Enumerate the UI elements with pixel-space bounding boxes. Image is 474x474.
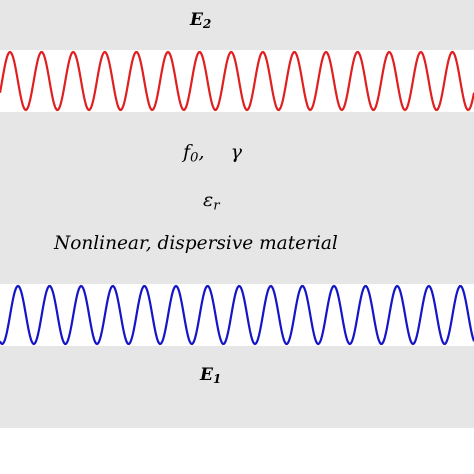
top-wave-line (0, 50, 474, 112)
epsilon-subscript: r (213, 198, 220, 214)
param-f0-gamma: f0, γ (183, 141, 242, 166)
field-e2-label: E2 (190, 10, 211, 30)
epsilon-symbol: ε (203, 189, 214, 211)
bottom-wave (0, 284, 474, 346)
field-e1-symbol: E (200, 365, 213, 385)
field-e1-subscript: 1 (212, 371, 222, 386)
top-wave-strip (0, 50, 474, 112)
bottom-wave-line (0, 284, 474, 346)
param-separator: , (198, 141, 205, 163)
field-e2-symbol: E (190, 10, 203, 30)
f-subscript: 0 (190, 150, 199, 166)
f-symbol: f (183, 141, 191, 163)
bottom-wave-strip (0, 284, 474, 346)
material-description: Nonlinear, dispersive material (54, 233, 338, 254)
field-e1-label: E1 (200, 365, 221, 385)
field-e2-subscript: 2 (202, 16, 212, 31)
param-epsilon-r: εr (203, 189, 220, 214)
top-wave (0, 50, 474, 112)
gamma-symbol: γ (230, 141, 242, 163)
